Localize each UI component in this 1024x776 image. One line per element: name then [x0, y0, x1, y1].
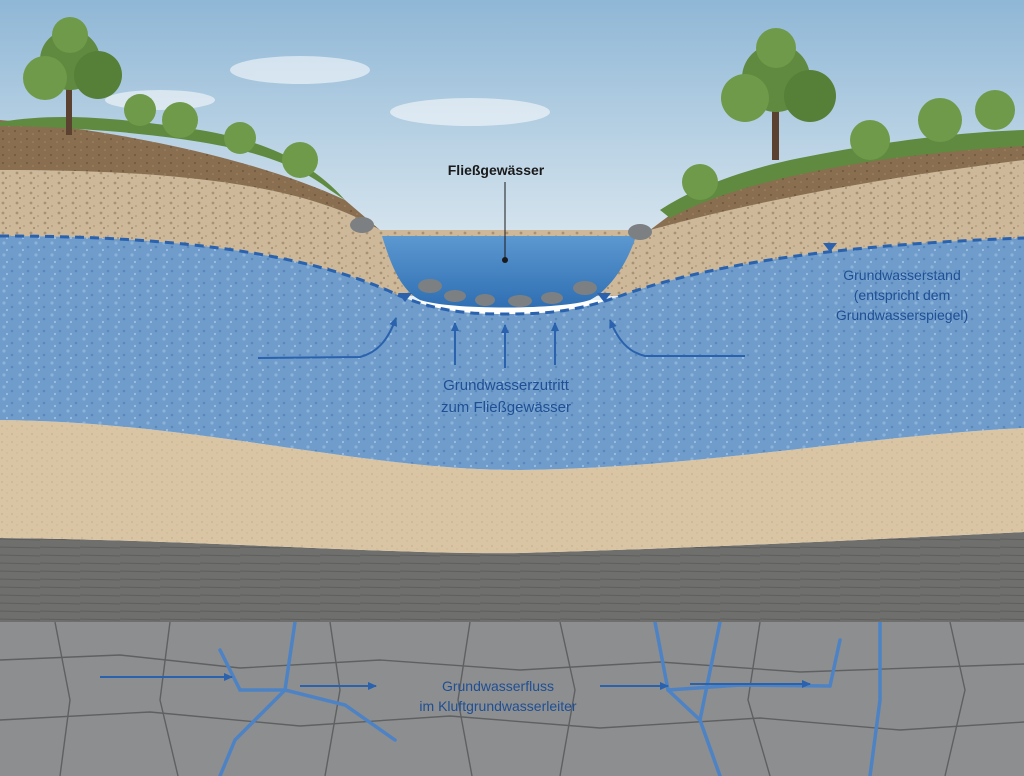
water-table-line	[0, 234, 1024, 316]
flow-arrow-icon	[257, 317, 398, 359]
inflow-label-line1: Grundwasserzutritt	[443, 377, 570, 394]
tree-icon	[721, 28, 836, 160]
river-label-dot	[502, 257, 508, 263]
groundwater-inflow-arrows	[257, 317, 745, 368]
water-table-triangle-icon	[398, 293, 412, 302]
fracture-flow-label-line2: im Kluftgrundwasserleiter	[419, 698, 577, 714]
water-level-label-line1: Grundwasserstand	[843, 267, 961, 283]
fracture-flow-arrows	[100, 673, 811, 690]
water-table-triangle-icon	[597, 293, 611, 302]
shrub	[682, 90, 1015, 200]
clay-aquitard-layer	[0, 532, 1024, 622]
water-level-label-line3: Grundwasserspiegel)	[836, 307, 968, 323]
river-water	[382, 236, 636, 308]
river-label: Fließgewässer	[448, 162, 545, 178]
sand-layer	[0, 420, 1024, 554]
water-table-triangle-icon	[823, 243, 837, 252]
right-vegetation	[660, 28, 1024, 218]
water-level-label-line2: (entspricht dem	[854, 287, 950, 303]
river-stones	[350, 217, 652, 307]
unsaturated-gravel-layer	[0, 160, 1024, 296]
bedrock-layer	[0, 622, 1024, 776]
fracture-flow-label-line1: Grundwasserfluss	[442, 678, 554, 694]
saturated-aquifer-layer	[0, 236, 1024, 470]
shrub	[124, 94, 318, 178]
inflow-label-line2: zum Fließgewässer	[441, 399, 571, 416]
clouds	[105, 56, 550, 126]
tree-icon	[23, 17, 122, 135]
left-vegetation	[0, 17, 345, 200]
flow-arrow-icon	[609, 319, 745, 357]
left-topsoil	[0, 120, 380, 230]
right-topsoil	[650, 140, 1024, 230]
